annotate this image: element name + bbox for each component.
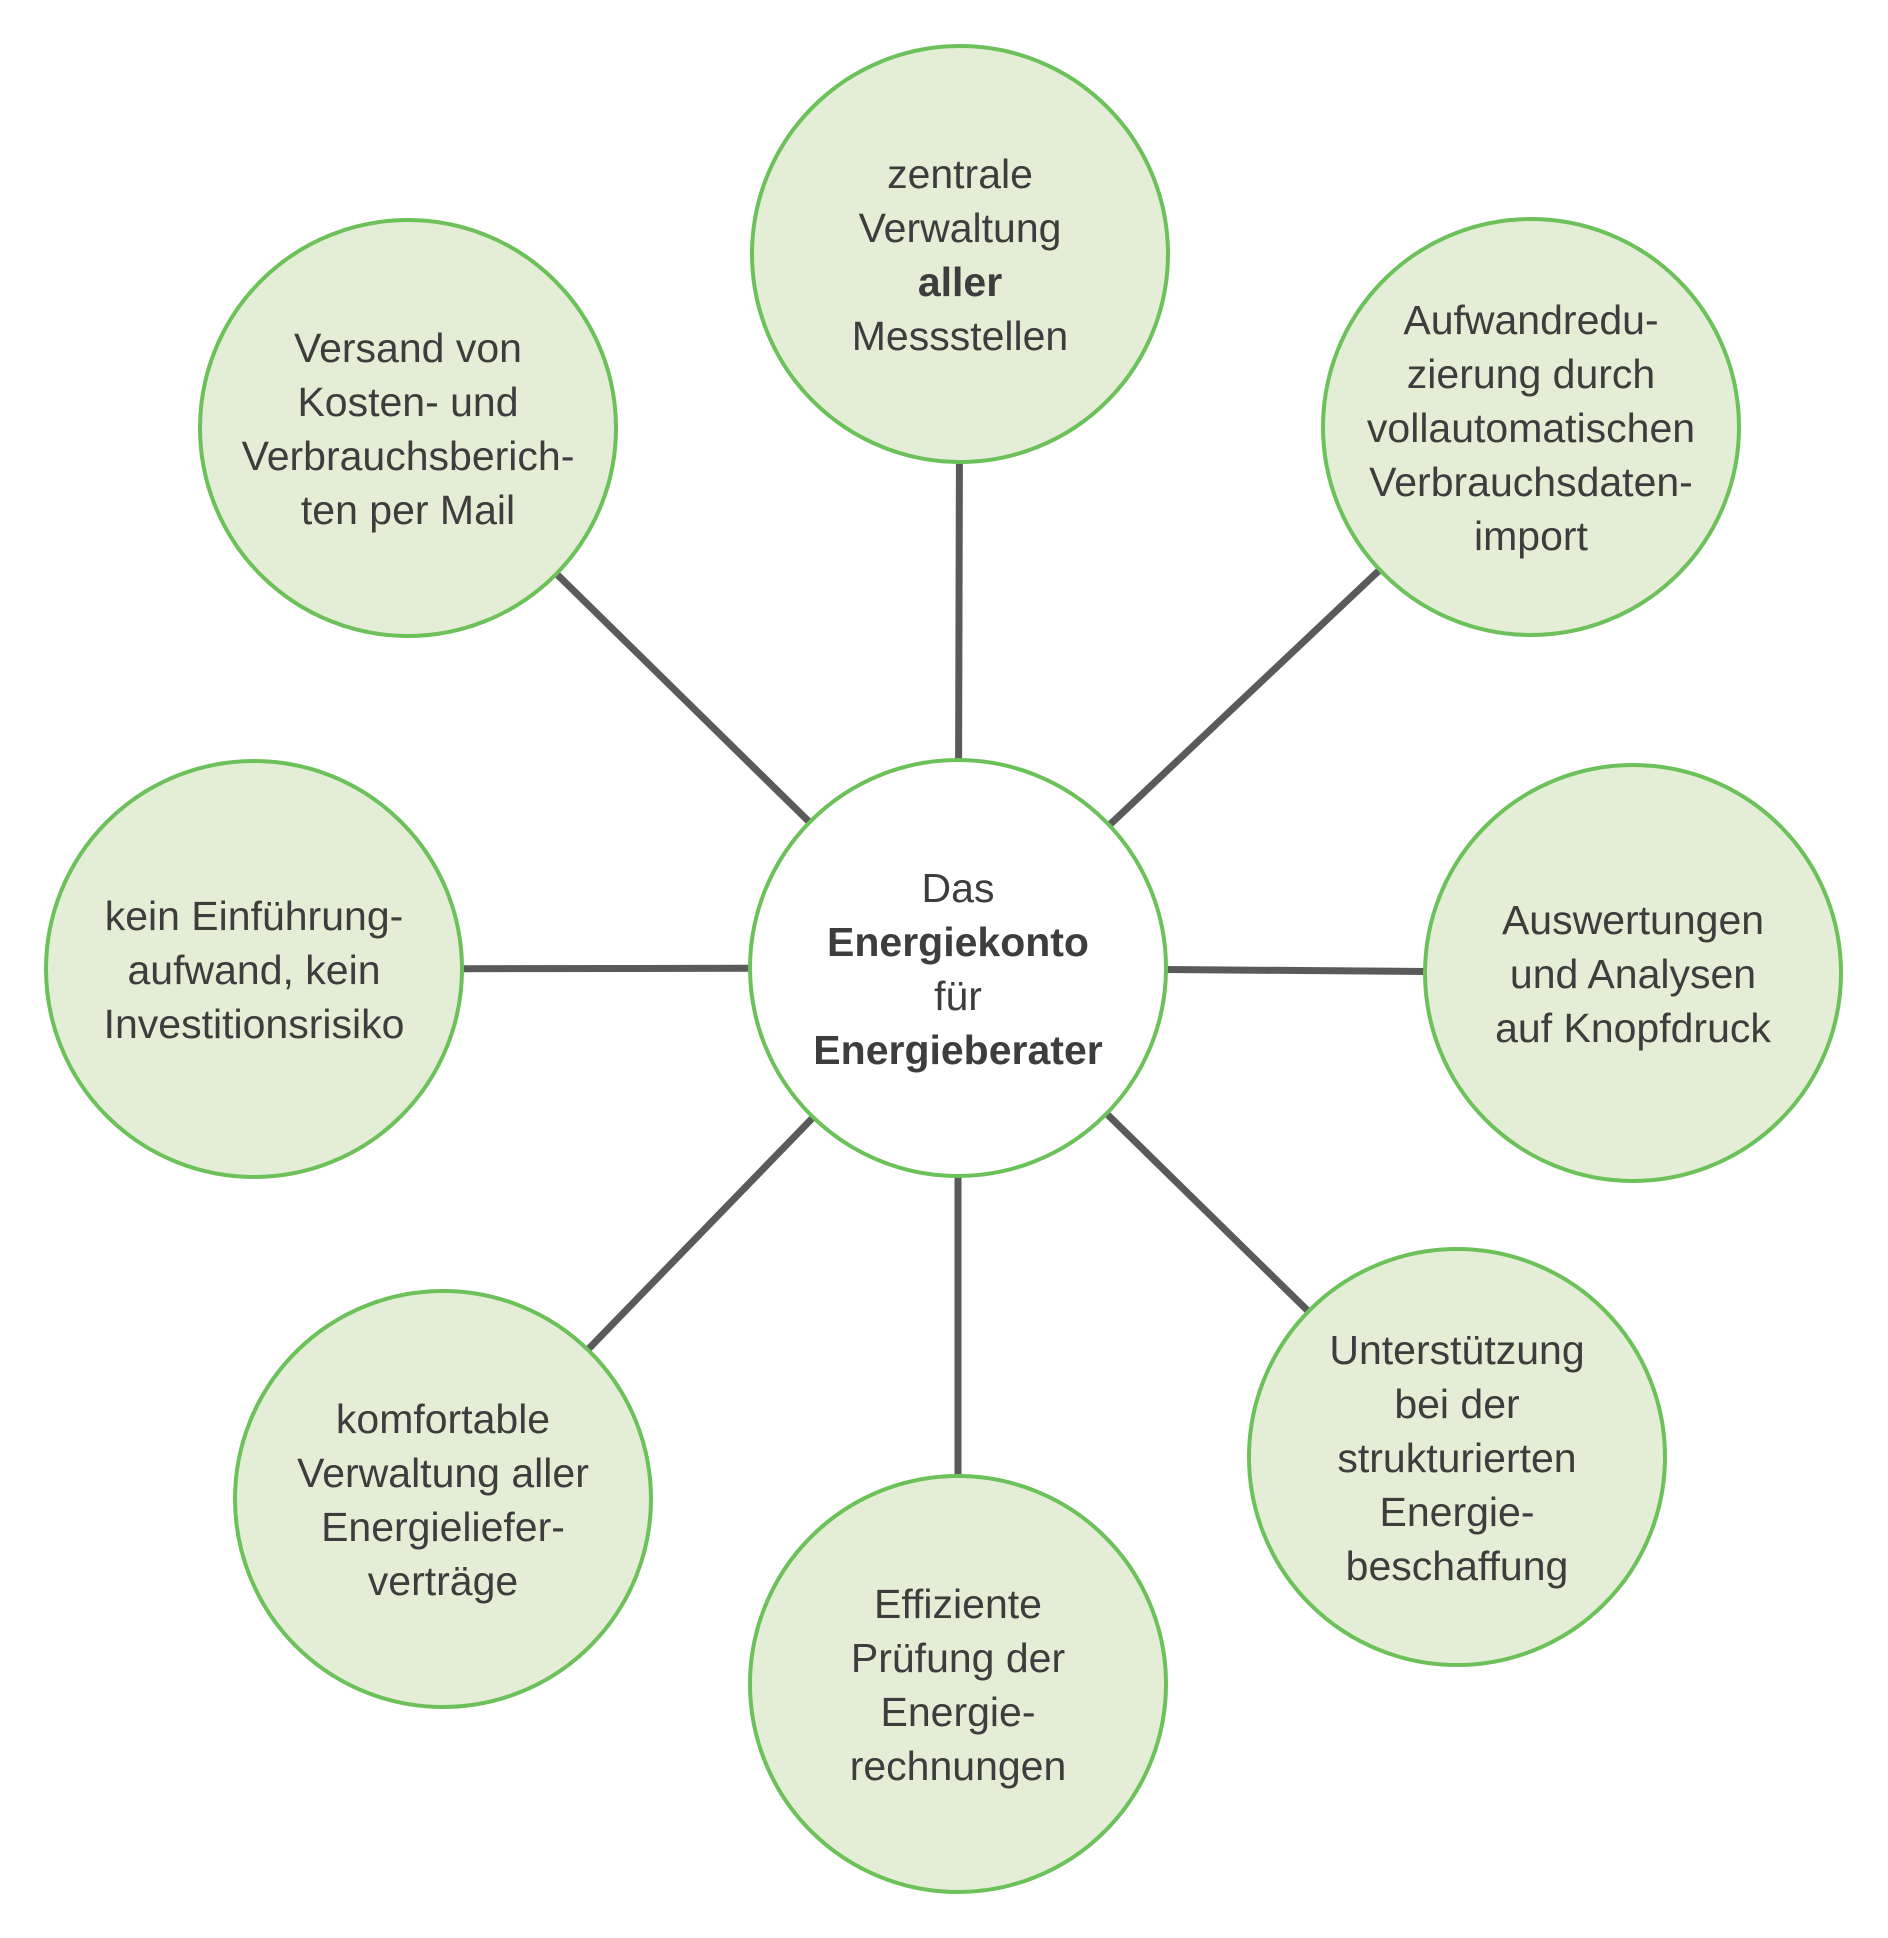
node-top-right-line: zierung durch (1407, 351, 1655, 397)
node-bottom-left-line: verträge (368, 1558, 518, 1604)
node-top-line: Verwaltung (859, 205, 1062, 251)
connector-bottom-left (584, 1113, 817, 1354)
node-circle-top (750, 44, 1170, 464)
node-top-right: Aufwandredu-zierung durch vollautomatisch… (1321, 217, 1741, 637)
node-bottom-left-line: Verwaltung aller (297, 1450, 589, 1496)
connectors-layer (458, 458, 1429, 1480)
node-right: Auswertungen und Analysen auf Knopfdruck (1423, 763, 1843, 1183)
node-left-line: Investitionsrisiko (104, 1001, 405, 1047)
node-circle-right (1423, 763, 1843, 1183)
node-left-line: aufwand, kein (127, 947, 380, 993)
node-left-line: kein Einführung- (105, 893, 404, 939)
node-top-right-line: import (1474, 513, 1589, 559)
node-bottom-line: Effiziente (874, 1581, 1042, 1627)
node-bottom-right-line: Energie- (1380, 1489, 1535, 1535)
node-circle-bottom (748, 1474, 1168, 1894)
connector-top (955, 458, 963, 764)
node-top-right-line: Verbrauchsdaten- (1369, 459, 1693, 505)
connector-top-right (1105, 566, 1384, 829)
node-right-line: und Analysen (1510, 951, 1756, 997)
node-bottom-right-line: Unterstützung (1329, 1327, 1584, 1373)
node-circle-bottom-right (1247, 1247, 1667, 1667)
node-top-left-line: Versand von (294, 325, 522, 371)
connector-right (1162, 966, 1429, 975)
node-top-left-line: ten per Mail (301, 487, 515, 533)
node-top-right-line: vollautomatischen (1367, 405, 1695, 451)
center-node-line: für (934, 973, 982, 1019)
node-circle-top-right (1321, 217, 1741, 637)
node-top-line: aller (918, 259, 1002, 305)
node-circle-top-left (198, 218, 618, 638)
connector-bottom-right (1103, 1110, 1312, 1315)
node-top-left-line: Kosten- und (297, 379, 518, 425)
node-bottom-right-line: bei der (1394, 1381, 1519, 1427)
node-bottom-left-line: Energieliefer- (321, 1504, 565, 1550)
node-top-right-line: Aufwandredu- (1403, 297, 1658, 343)
center-node-line: Das (922, 865, 995, 911)
node-top-left-line: Verbrauchsberich- (242, 433, 575, 479)
center-node-line: Energiekonto (827, 919, 1089, 965)
node-bottom-line: Energie- (881, 1689, 1036, 1735)
node-bottom-right: Unterstützung bei der strukturiertenEnergi… (1247, 1247, 1667, 1667)
node-bottom-right-line: beschaffung (1346, 1543, 1569, 1589)
node-top-line: zentrale (887, 151, 1033, 197)
connector-top-left (552, 570, 814, 826)
node-bottom-left-line: komfortable (336, 1396, 550, 1442)
center-node-circle (748, 758, 1168, 1178)
node-left: kein Einführung-aufwand, keinInvestition… (44, 759, 464, 1179)
node-bottom-line: rechnungen (850, 1743, 1067, 1789)
node-circle-left (44, 759, 464, 1179)
node-right-line: Auswertungen (1502, 897, 1764, 943)
node-circle-bottom-left (233, 1289, 653, 1709)
node-top-line: Messstellen (852, 313, 1068, 359)
center-node-line: Energieberater (813, 1027, 1102, 1073)
node-right-line: auf Knopfdruck (1495, 1005, 1771, 1051)
node-bottom-right-line: strukturierten (1337, 1435, 1576, 1481)
node-bottom-line: Prüfung der (851, 1635, 1065, 1681)
